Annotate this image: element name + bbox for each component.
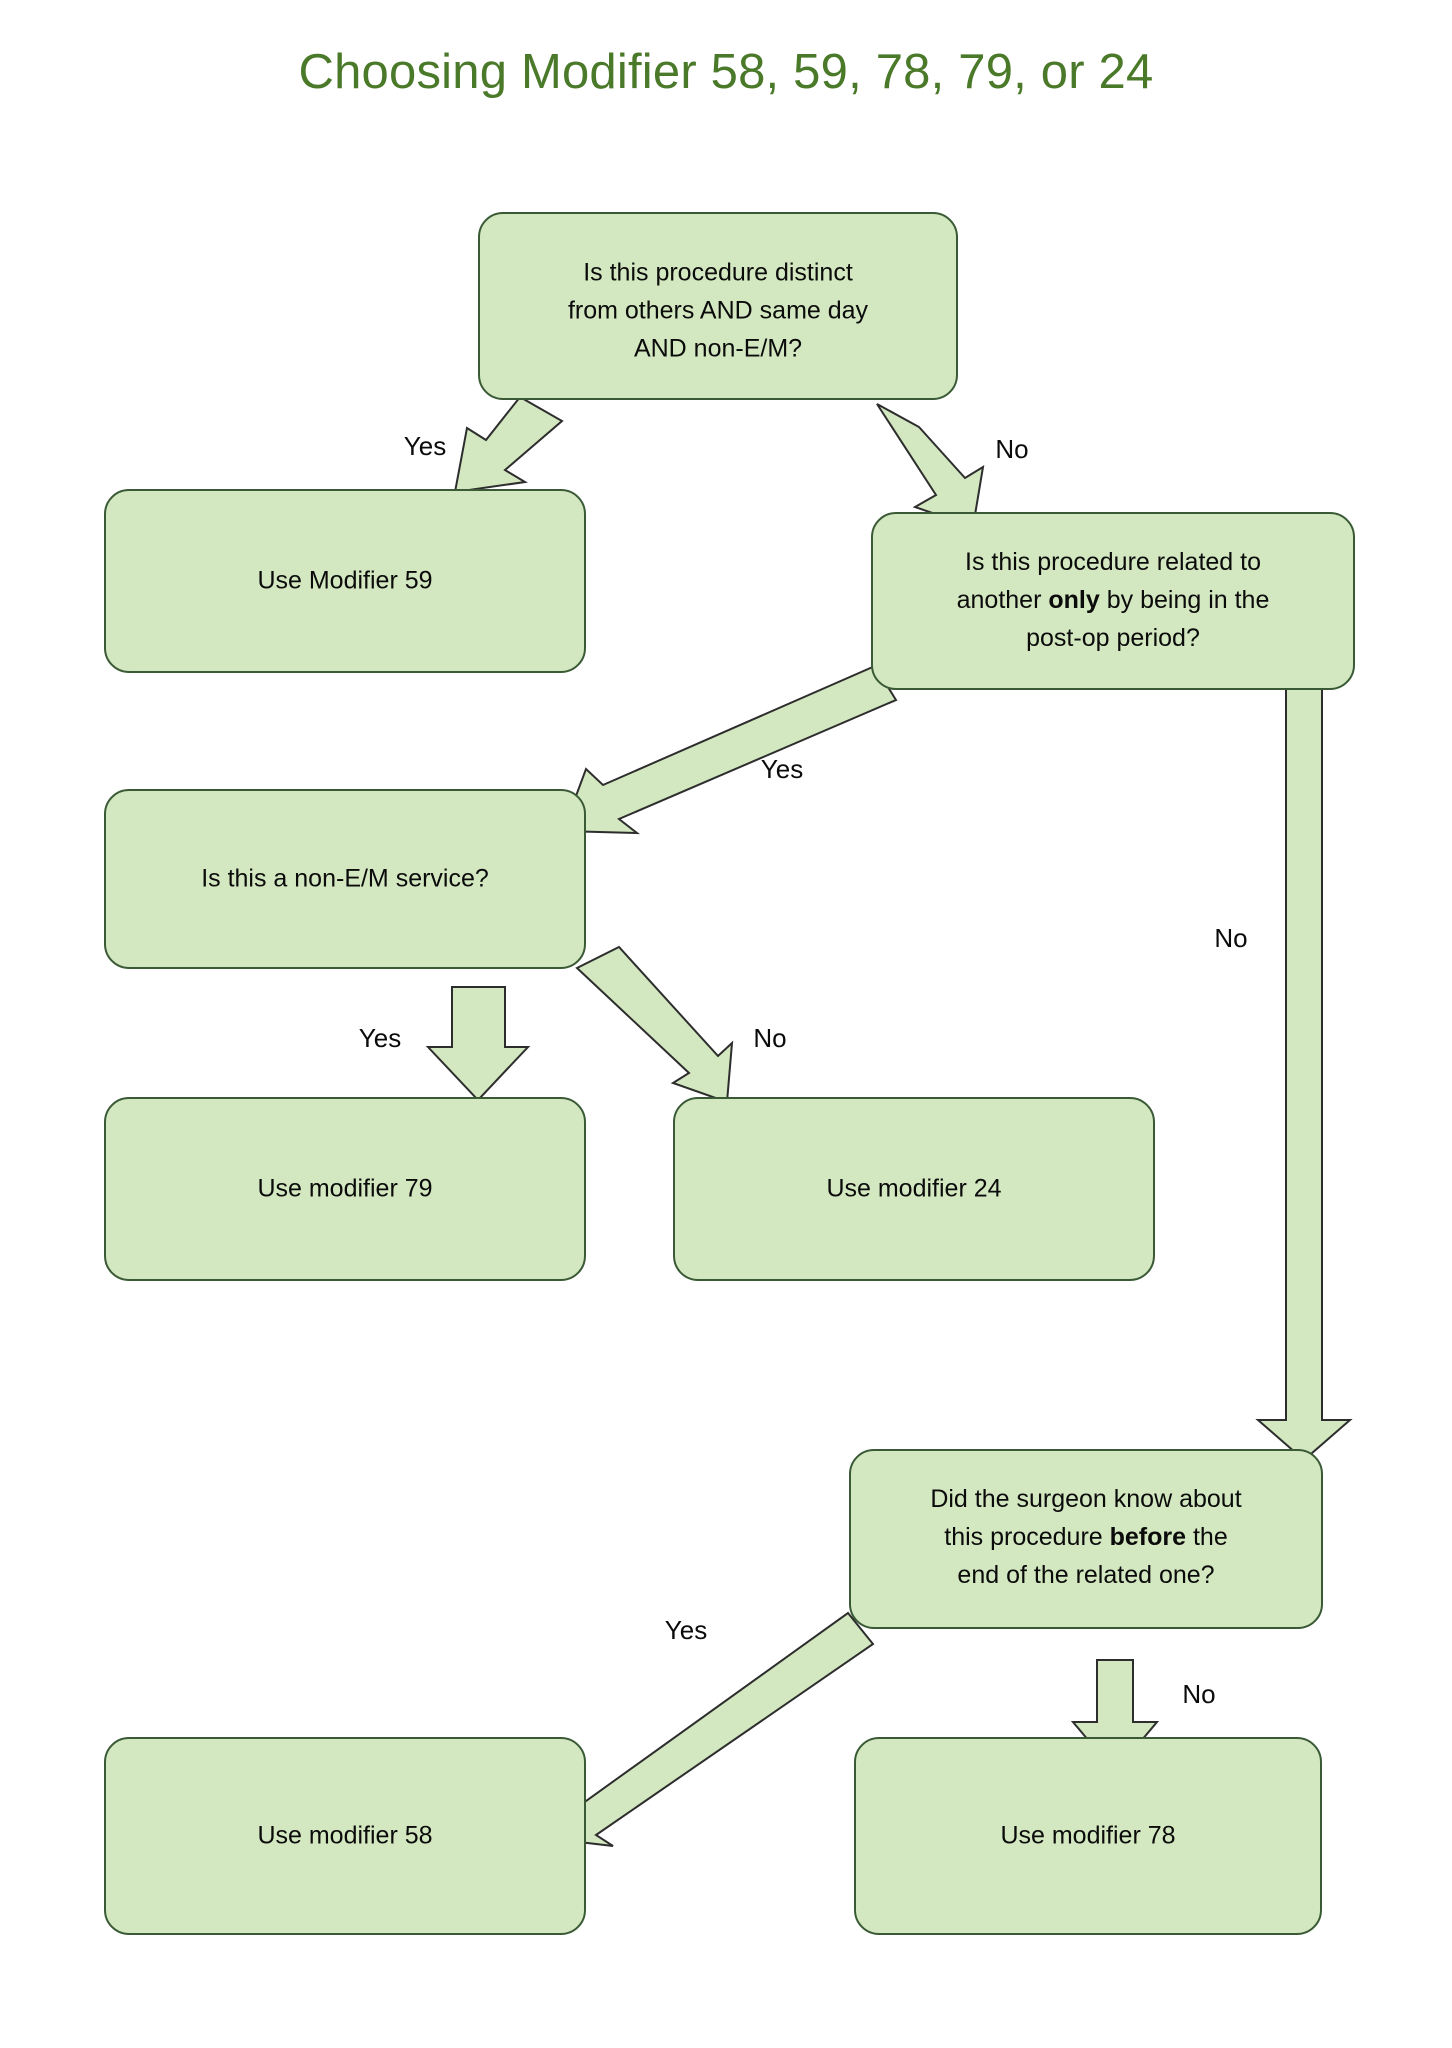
- node-q4-surgeon-knew-before[interactable]: Did the surgeon know about this procedur…: [849, 1449, 1323, 1629]
- arrow-q3-to-r79: [425, 986, 531, 1102]
- node-q3-non-em-service[interactable]: Is this a non-E/M service?: [104, 789, 586, 969]
- node-q1-line-1: from others AND same day: [568, 297, 869, 325]
- edge-q1-to-q2: No: [876, 403, 1029, 529]
- node-q2-line-0: Is this procedure related to: [965, 548, 1261, 576]
- node-r58-label: Use modifier 58: [257, 1822, 432, 1850]
- arrow-q2-to-q3: [561, 664, 898, 835]
- node-r24-label: Use modifier 24: [826, 1175, 1001, 1203]
- node-result-modifier-58[interactable]: Use modifier 58: [104, 1737, 586, 1935]
- node-q1-line-2: AND non-E/M?: [634, 335, 802, 363]
- node-r59-label: Use Modifier 59: [257, 567, 432, 595]
- node-r58-box[interactable]: [104, 1737, 586, 1935]
- arrow-q2-to-q4: [1255, 685, 1353, 1462]
- node-result-modifier-78[interactable]: Use modifier 78: [854, 1737, 1322, 1935]
- arrow-q1-to-r59: [453, 395, 564, 494]
- node-q2-box[interactable]: [871, 512, 1355, 690]
- node-r24-box[interactable]: [673, 1097, 1155, 1281]
- node-r78-label: Use modifier 78: [1000, 1822, 1175, 1850]
- edge-label-q2-no: No: [1214, 923, 1247, 953]
- edge-label-q1-yes: Yes: [404, 431, 446, 461]
- node-q2-line-2: post-op period?: [1026, 624, 1200, 652]
- node-q4-box[interactable]: [849, 1449, 1323, 1629]
- node-r79-box[interactable]: [104, 1097, 586, 1281]
- node-q3-label: Is this a non-E/M service?: [201, 865, 489, 893]
- node-q4-line-2: end of the related one?: [957, 1561, 1214, 1589]
- edge-label-q3-yes: Yes: [359, 1023, 401, 1053]
- edge-label-q3-no: No: [753, 1023, 786, 1053]
- edge-q3-to-r79: Yes: [359, 986, 531, 1102]
- edge-q4-to-r58: Yes: [543, 1611, 875, 1847]
- node-q2-line-1: another only by being in the: [957, 586, 1270, 614]
- arrow-q1-to-q2: [876, 403, 985, 529]
- edge-q3-to-r24: No: [575, 945, 787, 1104]
- edge-label-q4-yes: Yes: [665, 1615, 707, 1645]
- node-r59-box[interactable]: [104, 489, 586, 673]
- page-title: Choosing Modifier 58, 59, 78, 79, or 24: [298, 45, 1154, 99]
- node-q4-line-0: Did the surgeon know about: [930, 1485, 1241, 1513]
- edge-label-q4-no: No: [1182, 1679, 1215, 1709]
- node-result-modifier-24[interactable]: Use modifier 24: [673, 1097, 1155, 1281]
- node-r78-box[interactable]: [854, 1737, 1322, 1935]
- arrow-q3-to-r24: [575, 945, 734, 1104]
- edge-q2-to-q4: No: [1214, 685, 1353, 1462]
- node-q2-post-op-period[interactable]: Is this procedure related to another onl…: [871, 512, 1355, 690]
- node-result-modifier-59[interactable]: Use Modifier 59: [104, 489, 586, 673]
- node-q3-box[interactable]: [104, 789, 586, 969]
- edge-label-q1-no: No: [995, 434, 1028, 464]
- edge-q1-to-r59: Yes: [404, 395, 564, 494]
- edge-label-q2-yes: Yes: [761, 754, 803, 784]
- node-q1-line-0: Is this procedure distinct: [583, 259, 853, 287]
- node-r79-label: Use modifier 79: [257, 1175, 432, 1203]
- edge-q2-to-q3: Yes: [561, 664, 898, 835]
- node-q1-distinct-same-day[interactable]: Is this procedure distinct from others A…: [478, 212, 958, 400]
- node-q1-box[interactable]: [478, 212, 958, 400]
- node-result-modifier-79[interactable]: Use modifier 79: [104, 1097, 586, 1281]
- node-q4-line-1: this procedure before the: [944, 1523, 1227, 1551]
- arrow-q4-to-r58: [543, 1611, 875, 1847]
